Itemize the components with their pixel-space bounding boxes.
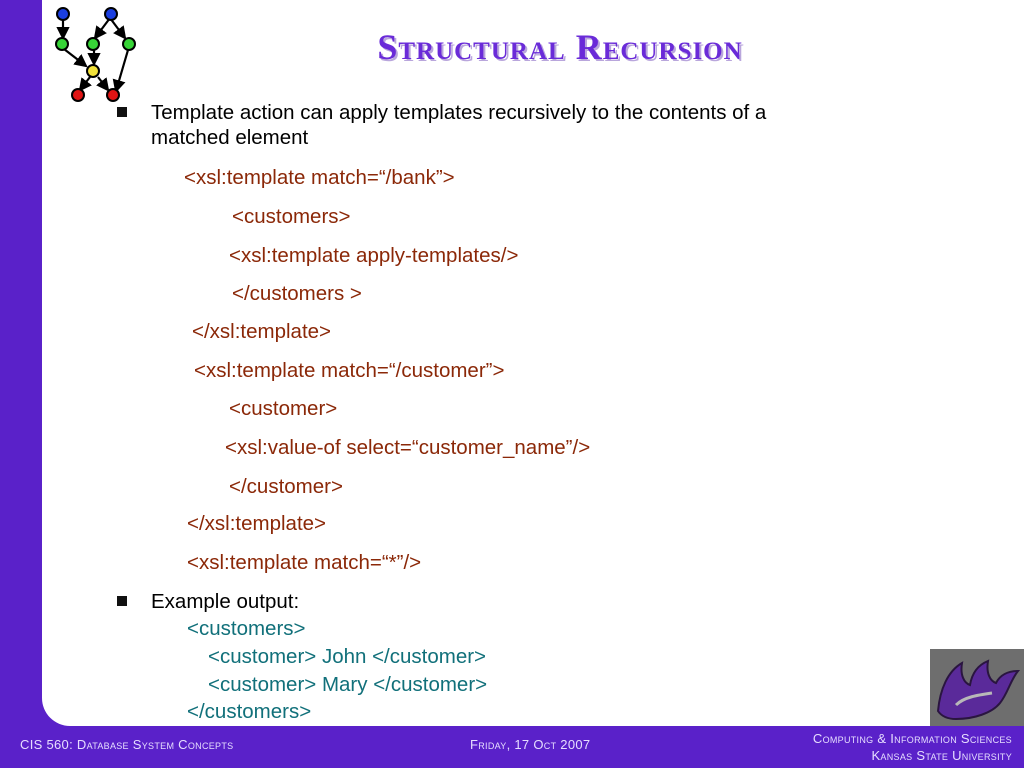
bullet-text: Example output: <box>151 590 300 613</box>
code-line: <xsl:template match=“/bank”> <box>184 166 455 189</box>
output-line: <customers> <box>187 617 306 640</box>
output-line: </customers> <box>187 700 312 723</box>
footer-university-line: Kansas State University <box>871 748 1012 763</box>
graph-network-icon <box>55 7 136 102</box>
code-line: <xsl:template apply-templates/> <box>229 244 519 267</box>
output-line: <customer> Mary </customer> <box>208 673 488 696</box>
bullet-marker <box>117 596 127 606</box>
output-line: <customer> John </customer> <box>208 645 487 668</box>
code-line: <xsl:template match=“/customer”> <box>194 359 505 382</box>
code-line: </xsl:template> <box>192 320 332 343</box>
code-line: </xsl:template> <box>187 512 327 535</box>
footer-dept: Computing & Information Sciences Kansas … <box>813 730 1012 764</box>
footer-date: Friday, 17 Oct 2007 <box>470 737 591 752</box>
slide-panel <box>42 0 1024 726</box>
footer-dept-line: Computing & Information Sciences <box>812 731 1012 746</box>
code-line: <xsl:value-of select=“customer_name”/> <box>225 436 591 459</box>
kstate-wildcat-logo <box>930 649 1024 726</box>
bullet-text-line: Template action can apply templates recu… <box>151 101 767 124</box>
code-line: <customer> <box>229 397 338 420</box>
code-line: <xsl:template match=“*”/> <box>187 551 422 574</box>
bullet-text: Template action can apply templates recu… <box>151 100 951 150</box>
page-title: Structural Recursion <box>377 27 743 67</box>
footer-course: CIS 560: Database System Concepts <box>20 737 234 752</box>
code-line: <customers> <box>232 205 351 228</box>
bullet-text-line: matched element <box>151 126 309 149</box>
code-line: </customer> <box>229 475 343 498</box>
bullet-marker <box>117 107 127 117</box>
code-line: </customers > <box>232 282 362 305</box>
